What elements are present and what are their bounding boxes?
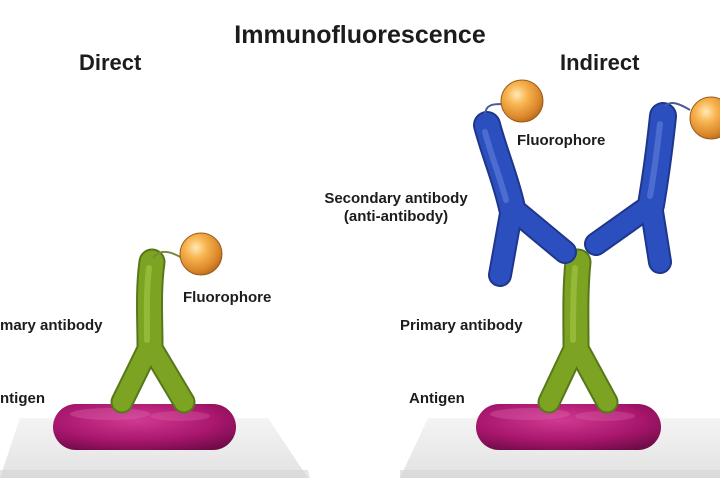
indirect-antigen-label: Antigen (409, 390, 465, 407)
indirect-linker-right (664, 102, 691, 111)
indirect-secondary-antibody-right (584, 102, 677, 274)
indirect-fluorophore-right (689, 96, 720, 140)
indirect-secondary-antibody-label: Secondary antibody (anti-antibody) (308, 190, 484, 226)
page-title: Immunofluorescence (234, 21, 486, 49)
direct-linker (152, 251, 183, 259)
direct-platform-shadow (0, 470, 310, 478)
direct-primary-antibody (110, 248, 196, 414)
indirect-secondary-antibody-left (473, 111, 577, 287)
direct-heading: Direct (79, 50, 142, 75)
indirect-heading: Indirect (560, 50, 640, 75)
direct-antigen-label: ntigen (0, 390, 45, 407)
direct-antigen (53, 404, 236, 450)
direct-fluorophore-label: Fluorophore (183, 289, 272, 306)
indirect-panel (400, 79, 720, 478)
direct-primary-antibody-label: mary antibody (0, 317, 103, 334)
secondary-label-line-1: Secondary antibody (324, 190, 468, 207)
indirect-primary-antibody-label: Primary antibody (400, 317, 523, 334)
secondary-label-line-2: (anti-antibody) (343, 208, 449, 225)
direct-fluorophore (179, 232, 223, 276)
indirect-primary-antibody (537, 248, 619, 414)
indirect-fluorophore-left (500, 79, 544, 123)
direct-panel (0, 232, 310, 478)
indirect-linker-left (484, 103, 503, 115)
indirect-antigen (476, 404, 661, 450)
indirect-fluorophore-label: Fluorophore (517, 132, 606, 149)
indirect-platform-shadow (400, 470, 720, 478)
